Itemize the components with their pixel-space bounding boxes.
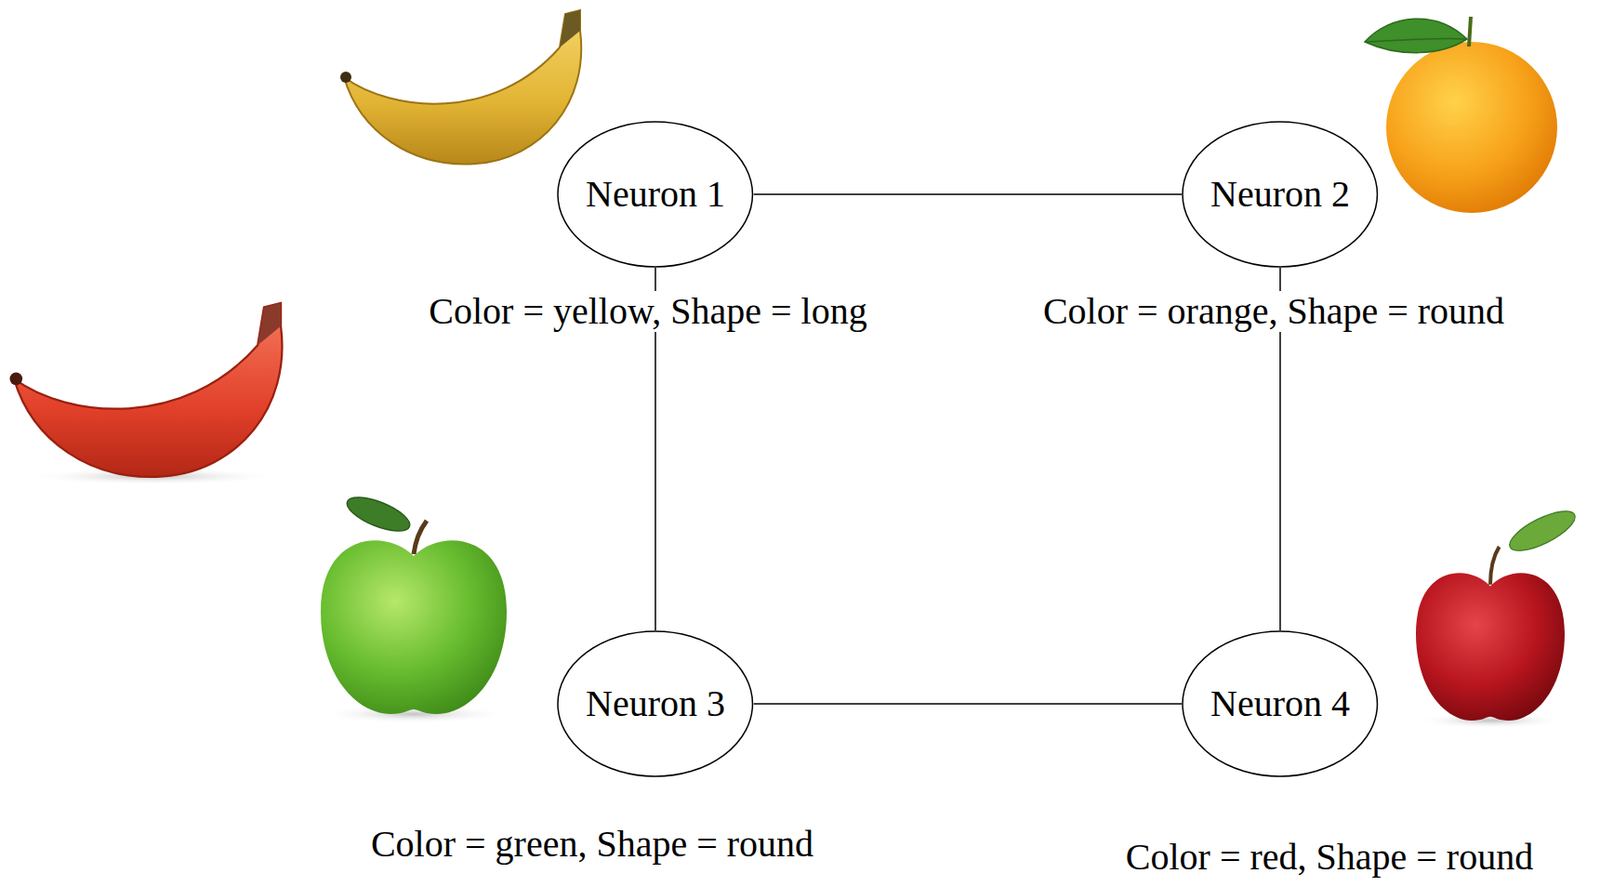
neuron-name: Neuron 3 (585, 683, 726, 725)
banana-tip (10, 372, 24, 386)
neuron-outline (557, 631, 753, 777)
banana-body (13, 303, 282, 477)
neuron-outline (1182, 631, 1377, 777)
feature-caption: Color = red, Shape = round (1122, 836, 1537, 878)
orange-body (1386, 41, 1558, 213)
apple-body (1415, 572, 1565, 721)
feature-caption: Color = yellow, Shape = long (424, 290, 871, 332)
red-apple (1415, 502, 1580, 728)
orange-leaf (1364, 18, 1468, 53)
neuron-node: Neuron 1 (556, 120, 754, 268)
neuron-name: Neuron 2 (1210, 173, 1350, 215)
neuron-node: Neuron 4 (1181, 630, 1378, 778)
apple-leaf (343, 489, 414, 538)
leaf-vein (1366, 38, 1468, 42)
banana-body (343, 10, 582, 164)
apple-stem (413, 520, 427, 555)
banana-stem (257, 303, 281, 345)
yellow-banana (340, 10, 582, 164)
neuron-node: Neuron 3 (556, 630, 754, 778)
green-apple (320, 489, 507, 724)
neuron-outline (557, 121, 753, 267)
connection-line (753, 702, 1183, 705)
apple-stem (1490, 546, 1500, 585)
orange-stem (1468, 16, 1471, 47)
red-banana (10, 303, 283, 485)
apple-leaf (1505, 502, 1580, 558)
feature-caption: Color = orange, Shape = round (1039, 290, 1508, 332)
neuron-node: Neuron 2 (1181, 120, 1378, 268)
banana-stem (559, 10, 581, 48)
neuron-outline (1182, 121, 1377, 267)
apple-body (320, 540, 507, 715)
neuron-name: Neuron 4 (1210, 683, 1350, 725)
connection-line (753, 193, 1183, 196)
orange-fruit (1364, 16, 1558, 213)
feature-caption: Color = green, Shape = round (367, 823, 818, 865)
neuron-name: Neuron 1 (585, 173, 726, 215)
banana-tip (340, 71, 352, 83)
